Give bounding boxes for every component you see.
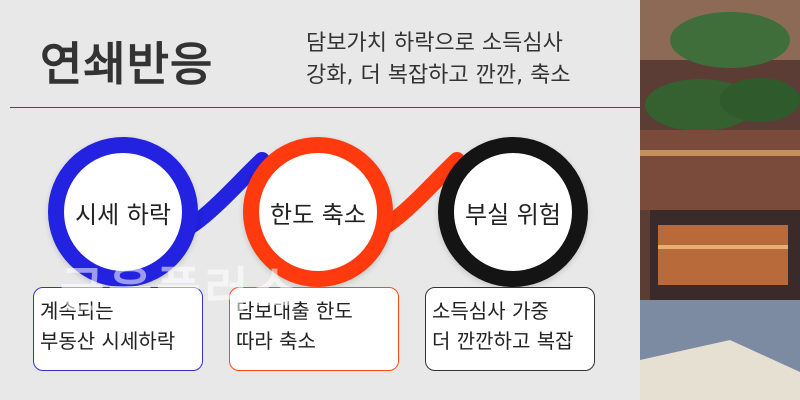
infographic-panel: 연쇄반응 담보가치 하락으로 소득심사 강화, 더 복잡하고 깐깐, 축소 시세… <box>10 28 640 371</box>
desc-line: 부동산 시세하락 <box>40 329 176 353</box>
desc-line: 따라 축소 <box>236 329 316 353</box>
step-circle-limit-reduction: 한도 축소 <box>243 137 393 287</box>
step-circle-price-drop: 시세 하락 <box>48 137 198 287</box>
step-description-box: 계속되는 부동산 시세하락 <box>33 287 203 371</box>
street-scene-illustration <box>640 0 800 400</box>
step-label: 부실 위험 <box>465 200 561 229</box>
desc-line: 담보대출 한도 <box>236 299 353 323</box>
subtitle-line-1: 담보가치 하락으로 소득심사 <box>306 31 563 56</box>
header-divider <box>10 107 640 108</box>
step-description-box: 소득심사 가중 더 깐깐하고 복잡 <box>425 287 595 371</box>
subtitle-line-2: 강화, 더 복잡하고 깐깐, 축소 <box>306 63 571 88</box>
page-title: 연쇄반응 <box>40 37 214 91</box>
street-scene-image <box>640 0 800 400</box>
desc-line: 더 깐깐하고 복잡 <box>432 329 574 353</box>
step-label: 시세 하락 <box>75 200 171 229</box>
step-label: 한도 축소 <box>270 200 366 229</box>
step-circle-default-risk: 부실 위험 <box>438 137 588 287</box>
desc-line: 소득심사 가중 <box>432 299 549 323</box>
desc-line: 계속되는 <box>40 299 114 323</box>
step-description-box: 담보대출 한도 따라 축소 <box>229 287 399 371</box>
page-subtitle: 담보가치 하락으로 소득심사 강화, 더 복잡하고 깐깐, 축소 <box>306 28 626 92</box>
